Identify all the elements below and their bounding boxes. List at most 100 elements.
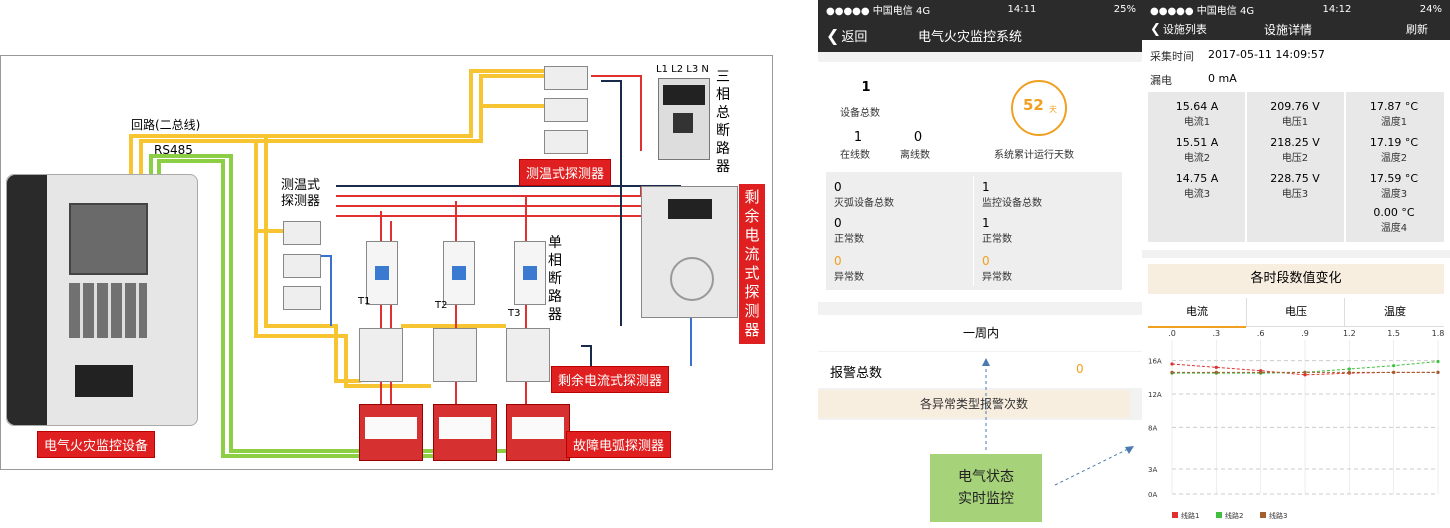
days-label: 系统累计运行天数 <box>994 150 1074 161</box>
legend-swatch-1 <box>1172 512 1178 518</box>
nav-bar: ❮ 返回 电气火灾监控系统 <box>818 18 1144 52</box>
series-point <box>1392 364 1396 368</box>
phone-monitor-system: ●●●●● 中国电信 4G 14:11 25% ❮ 返回 电气火灾监控系统 1 … <box>818 0 1144 528</box>
back-button[interactable]: 返回 <box>841 29 868 45</box>
series-point <box>1170 362 1174 366</box>
x-tick-label: .3 <box>1213 329 1221 338</box>
x-tick-label: .9 <box>1301 329 1309 338</box>
phase-labels: L1 L2 L3 N <box>656 64 709 75</box>
total-devices-label: 设备总数 <box>840 108 880 119</box>
days-ring: 52 天 <box>1011 80 1067 136</box>
battery-text: 25% <box>1113 3 1136 15</box>
x-tick-label: 1.8 <box>1432 329 1445 338</box>
chart-tabs: 电流 电压 温度 <box>1148 298 1445 328</box>
alarm-value: 0 <box>1076 362 1084 376</box>
x-tick-label: 1.2 <box>1343 329 1356 338</box>
back-facility-list-button[interactable]: 设施列表 <box>1162 23 1207 36</box>
arc-fault-tag: 故障电弧探测器 <box>566 431 672 458</box>
x-tick-label: 1.5 <box>1387 329 1400 338</box>
tab-voltage[interactable]: 电压 <box>1246 298 1345 326</box>
offline-value: 0 <box>913 130 923 145</box>
week-tab[interactable]: 一周内 <box>818 315 1144 351</box>
series-point <box>1436 370 1440 374</box>
temp-probe-label: 测温式 探测器 <box>281 178 321 209</box>
offline-label: 离线数 <box>900 150 930 161</box>
carrier-text-2: ●●●●● 中国电信 4G <box>1150 5 1255 17</box>
arc-fault-detector-1 <box>359 404 423 461</box>
y-tick-label: 3A <box>1148 466 1157 474</box>
residual-detector-2 <box>433 328 477 382</box>
detail-panel: 采集时间 2017-05-11 14:09:57 漏电 0 mA 15.64 A… <box>1142 40 1450 250</box>
callout-line2: 实时监控 <box>958 491 1014 507</box>
x-tick-label: .6 <box>1257 329 1265 338</box>
legend-swatch-3 <box>1260 512 1266 518</box>
tab-current[interactable]: 电流 <box>1148 298 1246 328</box>
device-printer <box>75 365 133 397</box>
collect-time-label: 采集时间 <box>1150 50 1194 63</box>
nav-bar-2: ❮ 设施列表 设施详情 刷新 <box>1142 18 1450 40</box>
temp-probe-2 <box>544 98 588 122</box>
residual-detector-3 <box>506 328 550 382</box>
realtime-monitor-callout: 电气状态 实时监控 <box>930 454 1042 522</box>
temp-probe-tag: 测温式探测器 <box>519 159 612 186</box>
leak-label: 漏电 <box>1150 74 1172 87</box>
arc-fault-detector-3 <box>506 404 570 461</box>
refresh-button[interactable]: 刷新 <box>1406 23 1428 36</box>
alarm-label: 报警总数 <box>830 366 883 381</box>
device-keypad <box>69 283 147 338</box>
y-tick-label: 8A <box>1148 424 1157 432</box>
callout-line1: 电气状态 <box>958 469 1014 485</box>
single-breaker-label: 单相断路器 <box>548 235 562 323</box>
days-value: 52 <box>1023 96 1044 114</box>
alarm-types-row[interactable]: 各异常类型报警次数 <box>818 390 1130 418</box>
battery-text-2: 24% <box>1419 3 1442 15</box>
loop-label: 回路(二总线) <box>131 118 201 132</box>
temp-probe-4 <box>283 221 321 245</box>
y-tick-label: 16A <box>1148 358 1162 366</box>
three-phase-breaker <box>658 78 710 160</box>
device-tag: 电气火灾监控设备 <box>37 431 156 458</box>
tab-temperature[interactable]: 温度 <box>1344 298 1445 326</box>
chevron-left-icon[interactable]: ❮ <box>1150 21 1161 37</box>
y-tick-label: 0A <box>1148 491 1157 499</box>
callout-arrows <box>982 358 1134 486</box>
clock-text-2: 14:12 <box>1322 3 1352 15</box>
series-point <box>1303 370 1307 374</box>
t1-label: T1 <box>358 296 371 307</box>
series-point <box>1436 359 1440 364</box>
single-breaker-2 <box>443 241 475 305</box>
online-label: 在线数 <box>840 150 870 161</box>
t2-label: T2 <box>435 300 448 311</box>
page-title: 电气火灾监控系统 <box>918 29 1023 45</box>
single-breaker-3 <box>514 241 546 305</box>
fire-monitor-device <box>6 174 198 426</box>
temp-probe-6 <box>283 286 321 310</box>
status-bar: ●●●●● 中国电信 4G 14:11 25% <box>818 0 1144 18</box>
single-breaker-1 <box>366 241 398 305</box>
y-tick-label: 12A <box>1148 391 1162 399</box>
alarm-row: 报警总数 0 <box>818 352 1144 388</box>
chevron-left-icon[interactable]: ❮ <box>826 25 840 45</box>
status-bar-2: ●●●●● 中国电信 4G 14:12 24% <box>1142 0 1450 18</box>
page-title-2: 设施详情 <box>1264 22 1313 37</box>
total-devices-value: 1 <box>861 80 871 95</box>
leak-value: 0 mA <box>1208 72 1237 85</box>
series-point <box>1170 370 1174 374</box>
x-tick-label: .0 <box>1168 329 1176 338</box>
temp-probe-5 <box>283 254 321 278</box>
rs485-label: RS485 <box>154 143 193 157</box>
residual-current-detector-main <box>641 186 738 318</box>
residual-detector-1 <box>359 328 403 382</box>
